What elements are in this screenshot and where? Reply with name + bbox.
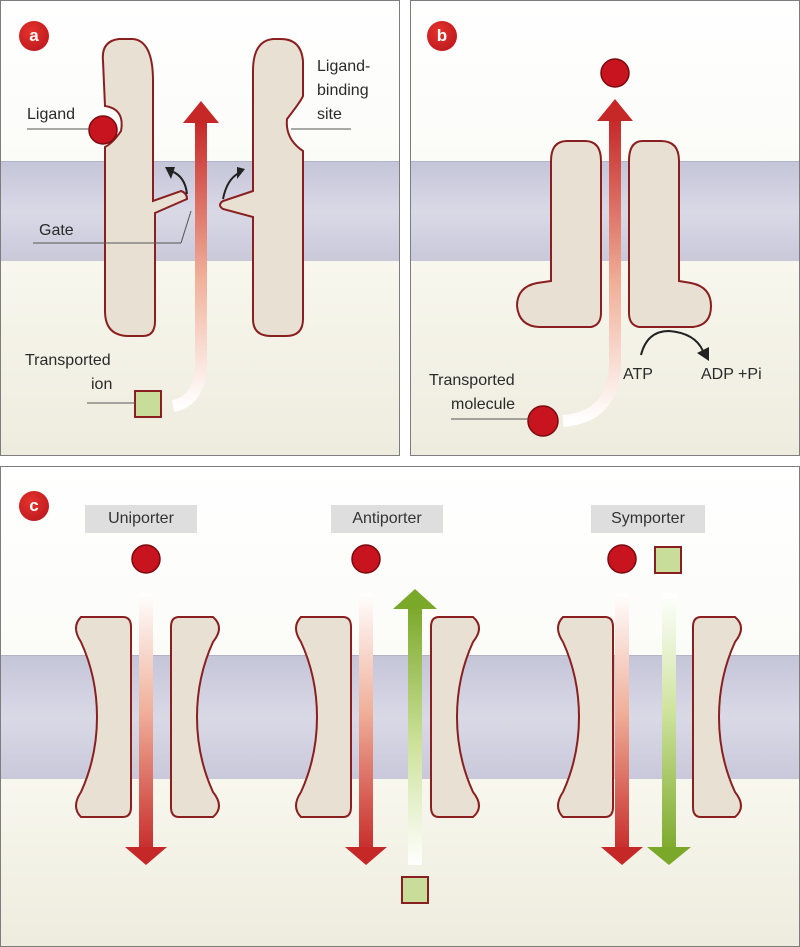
gate-arrowhead-right [237,167,245,179]
molecule-arrowhead [597,99,633,121]
ion-path-arrow [171,121,207,412]
symporter-green-arrow-shaft [662,593,676,855]
panel-c-drawing [75,544,742,904]
cytoplasm-region [411,261,799,455]
atp-arrowhead [697,347,709,361]
left-channel-subunit [101,38,189,337]
antiporter-green-arrowhead [393,589,437,609]
symporter-red-arrowhead [601,847,643,865]
symporter-left-subunit [557,616,614,818]
panel-a-badge: a [19,21,49,51]
antiporter-red-molecule [351,544,381,574]
transported-ion [134,390,162,418]
binding-site-label-1: Ligand- [317,58,371,75]
gate-arrow-right [222,172,240,200]
panel-a-drawing [27,38,351,418]
molecule-path-arrow [562,119,621,427]
antiporter-red-arrow-shaft [359,593,373,855]
molecule-label-2: molecule [451,396,516,413]
symporter-green-arrowhead [647,847,691,865]
uniporter-right-subunit [170,616,220,818]
antiporter-tag: Antiporter [331,505,443,533]
antiporter-red-arrowhead [345,847,387,865]
antiporter-green-molecule [401,876,429,904]
panel-c-badge: c [19,491,49,521]
right-channel-subunit [219,38,304,337]
transported-molecule [527,405,559,437]
antiporter-left-subunit [295,616,352,818]
panel-b: b Transported molecule ATP ADP +Pi [410,0,800,456]
ion-label-1: Transported [25,352,111,369]
antiporter-green-arrow-shaft [408,605,422,865]
gate-arrowhead-left [165,167,175,179]
atp-label: ATP [623,366,653,383]
gate-leader-tip [180,210,192,244]
right-pump-subunit [628,140,713,328]
molecule-label-1: Transported [429,372,515,389]
binding-site-label-3: site [317,106,342,123]
panel-a: a Ligand Ligand- binding site Gate Trans… [0,0,400,456]
adp-label: ADP +Pi [701,366,762,383]
symporter-tag: Symporter [591,505,705,533]
panel-b-badge: b [427,21,457,51]
symporter-green-molecule [654,546,682,574]
ion-arrowhead [183,101,219,123]
symporter-right-subunit [692,616,742,818]
atp-hydrolysis-arrow [640,329,704,356]
gate-label: Gate [39,222,74,239]
binding-site-label-2: binding [317,82,369,99]
symporter-red-arrow-shaft [615,593,629,855]
released-molecule [600,58,630,88]
ligand-molecule [88,115,118,145]
ion-label-2: ion [91,376,113,393]
uniporter-arrowhead [125,847,167,865]
ligand-label: Ligand [27,106,76,123]
antiporter-right-subunit [430,616,480,818]
uniporter-arrow-shaft [139,593,153,855]
uniporter-tag: Uniporter [85,505,197,533]
symporter-red-molecule [607,544,637,574]
panel-c: c Uniporter Antiporter Symporter [0,466,800,947]
gate-arrow-left [170,170,188,195]
uniporter-molecule [131,544,161,574]
panel-b-drawing [451,58,713,437]
uniporter-left-subunit [75,616,132,818]
left-pump-subunit [515,140,602,328]
